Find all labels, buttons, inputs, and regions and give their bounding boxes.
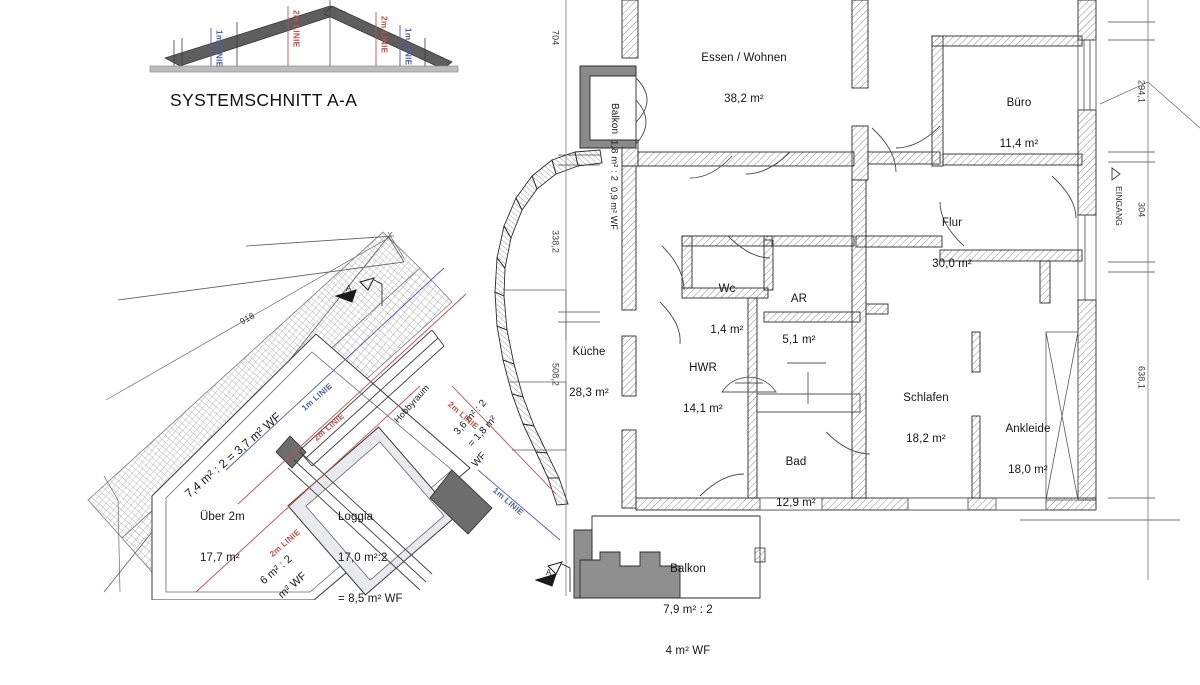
room-name: AR — [790, 293, 808, 306]
room-name: Schlafen — [903, 392, 949, 405]
plan-1m-linie — [225, 267, 445, 471]
room-area: 11,4 m² — [999, 137, 1039, 150]
bathroom-fixtures — [721, 360, 861, 413]
loggia-name: Loggia — [338, 511, 374, 524]
room-label-wc: Wc 1,4 m² — [692, 256, 762, 365]
balkon-left-label: Balkon 1,8 m² : 2 0,9 m² WF — [590, 84, 620, 255]
upper-floorplan-walls — [621, 0, 1097, 304]
room-name: Büro — [1006, 97, 1032, 110]
dimension-704: 704 — [550, 30, 561, 46]
section-2m-linie-right-label: 2m LINIE — [379, 16, 389, 54]
dimension-294-1: 294,1 — [1136, 80, 1147, 104]
balkon-name: Balkon — [670, 563, 706, 576]
plan-drawing — [87, 0, 1200, 600]
room-label-essen-wohnen: Essen / Wohnen 38,2 m² — [694, 25, 794, 134]
loggia-label: Loggia 17,0 m²:2 = 8,5 m² WF — [338, 484, 448, 633]
plan-1m-linie-2 — [477, 469, 561, 541]
plan-2m-linie — [237, 293, 467, 505]
balkon-left — [579, 65, 648, 149]
entrance-marker — [1111, 167, 1121, 181]
balkon-name: Balkon — [608, 102, 620, 135]
room-name: Essen / Wohnen — [701, 52, 787, 65]
section-marker-arrows — [334, 277, 571, 592]
room-name: HWR — [689, 362, 717, 375]
balcony-railing — [579, 551, 681, 599]
dimension-lines — [558, 0, 1200, 596]
loggia-wf: = 8,5 m² WF — [338, 592, 403, 605]
room-label-buero: Büro 11,4 m² — [979, 70, 1059, 179]
middle-rooms-walls — [635, 125, 1097, 511]
section-marker-a-top: A — [346, 284, 352, 293]
room-area: 12,9 m² — [776, 496, 816, 509]
room-label-kueche: Küche 28,3 m² — [552, 319, 626, 428]
door-swing — [635, 99, 647, 145]
dimension-508-2: 508,2 — [550, 363, 561, 387]
door-swing — [635, 77, 648, 123]
dimension-338-2: 338,2 — [550, 230, 561, 254]
room-area: 1,4 m² — [710, 323, 744, 336]
room-label-ankleide: Ankleide 18,0 m² — [986, 396, 1070, 505]
roof-plane-left — [163, 5, 347, 67]
balkon-bottom-label: Balkon 7,9 m² : 2 4 m² WF — [648, 536, 728, 685]
section-title: SYSTEMSCHNITT A-A — [170, 90, 358, 110]
room-area: 18,2 m² — [906, 432, 946, 445]
room-area: 14,1 m² — [683, 402, 723, 415]
room-name: Ankleide — [1005, 423, 1051, 436]
plan-2m-linie-2 — [195, 385, 421, 593]
ueber2m-name: Über 2m — [200, 511, 245, 524]
dimension-304: 304 — [1136, 202, 1147, 218]
door-swings — [659, 125, 1077, 497]
balkon-bottom — [573, 515, 766, 599]
room-area: 5,1 m² — [782, 333, 816, 346]
balkon-wf: 0,9 m² WF — [608, 186, 619, 230]
room-name: Küche — [572, 346, 606, 359]
loggia-area: 17,0 m²:2 — [338, 551, 388, 564]
dimension-638-1: 638,1 — [1136, 366, 1147, 390]
room-name: Bad — [785, 456, 807, 469]
loggia-wall-block — [429, 469, 493, 535]
balkon-wf: 4 m² WF — [665, 644, 711, 657]
room-area: 38,2 m² — [724, 92, 764, 105]
room-label-hwr: HWR 14,1 m² — [664, 335, 742, 444]
section-floor-slab — [149, 65, 459, 73]
room-area: 28,3 m² — [569, 386, 609, 399]
ueber2m-area: 17,7 m² — [200, 551, 240, 564]
room-label-ar: AR 5,1 m² — [764, 266, 834, 375]
attic-loggia-block — [87, 231, 561, 600]
room-name: Wc — [718, 283, 736, 296]
section-1m-linie-left-label: 1m LINIE — [214, 30, 224, 68]
floor-plan-canvas: SYSTEMSCHNITT A-A 1m LINIE 2m LINIE 2m L… — [87, 0, 1200, 657]
ueber2m-label: Über 2m 17,7 m² — [200, 484, 296, 593]
room-label-flur: Flur 30,0 m² — [912, 190, 992, 299]
system-section-diagram — [149, 0, 459, 73]
room-label-schlafen: Schlafen 18,2 m² — [884, 365, 968, 474]
room-name: Flur — [941, 217, 963, 230]
entrance-label: EINGANG — [1114, 186, 1125, 226]
room-area: 18,0 m² — [1008, 463, 1048, 476]
room-label-bad: Bad 12,9 m² — [760, 429, 832, 538]
balkon-area: 1,8 m² : 2 — [608, 139, 620, 182]
plan-2m-linie-3 — [451, 385, 557, 495]
section-2m-linie-left-label: 2m LINIE — [291, 10, 301, 48]
section-marker-a-bottom: A — [546, 568, 552, 577]
balkon-area: 7,9 m² : 2 — [663, 603, 713, 616]
section-1m-linie-right-label: 1m LINIE — [403, 28, 413, 66]
room-area: 30,0 m² — [932, 257, 972, 270]
